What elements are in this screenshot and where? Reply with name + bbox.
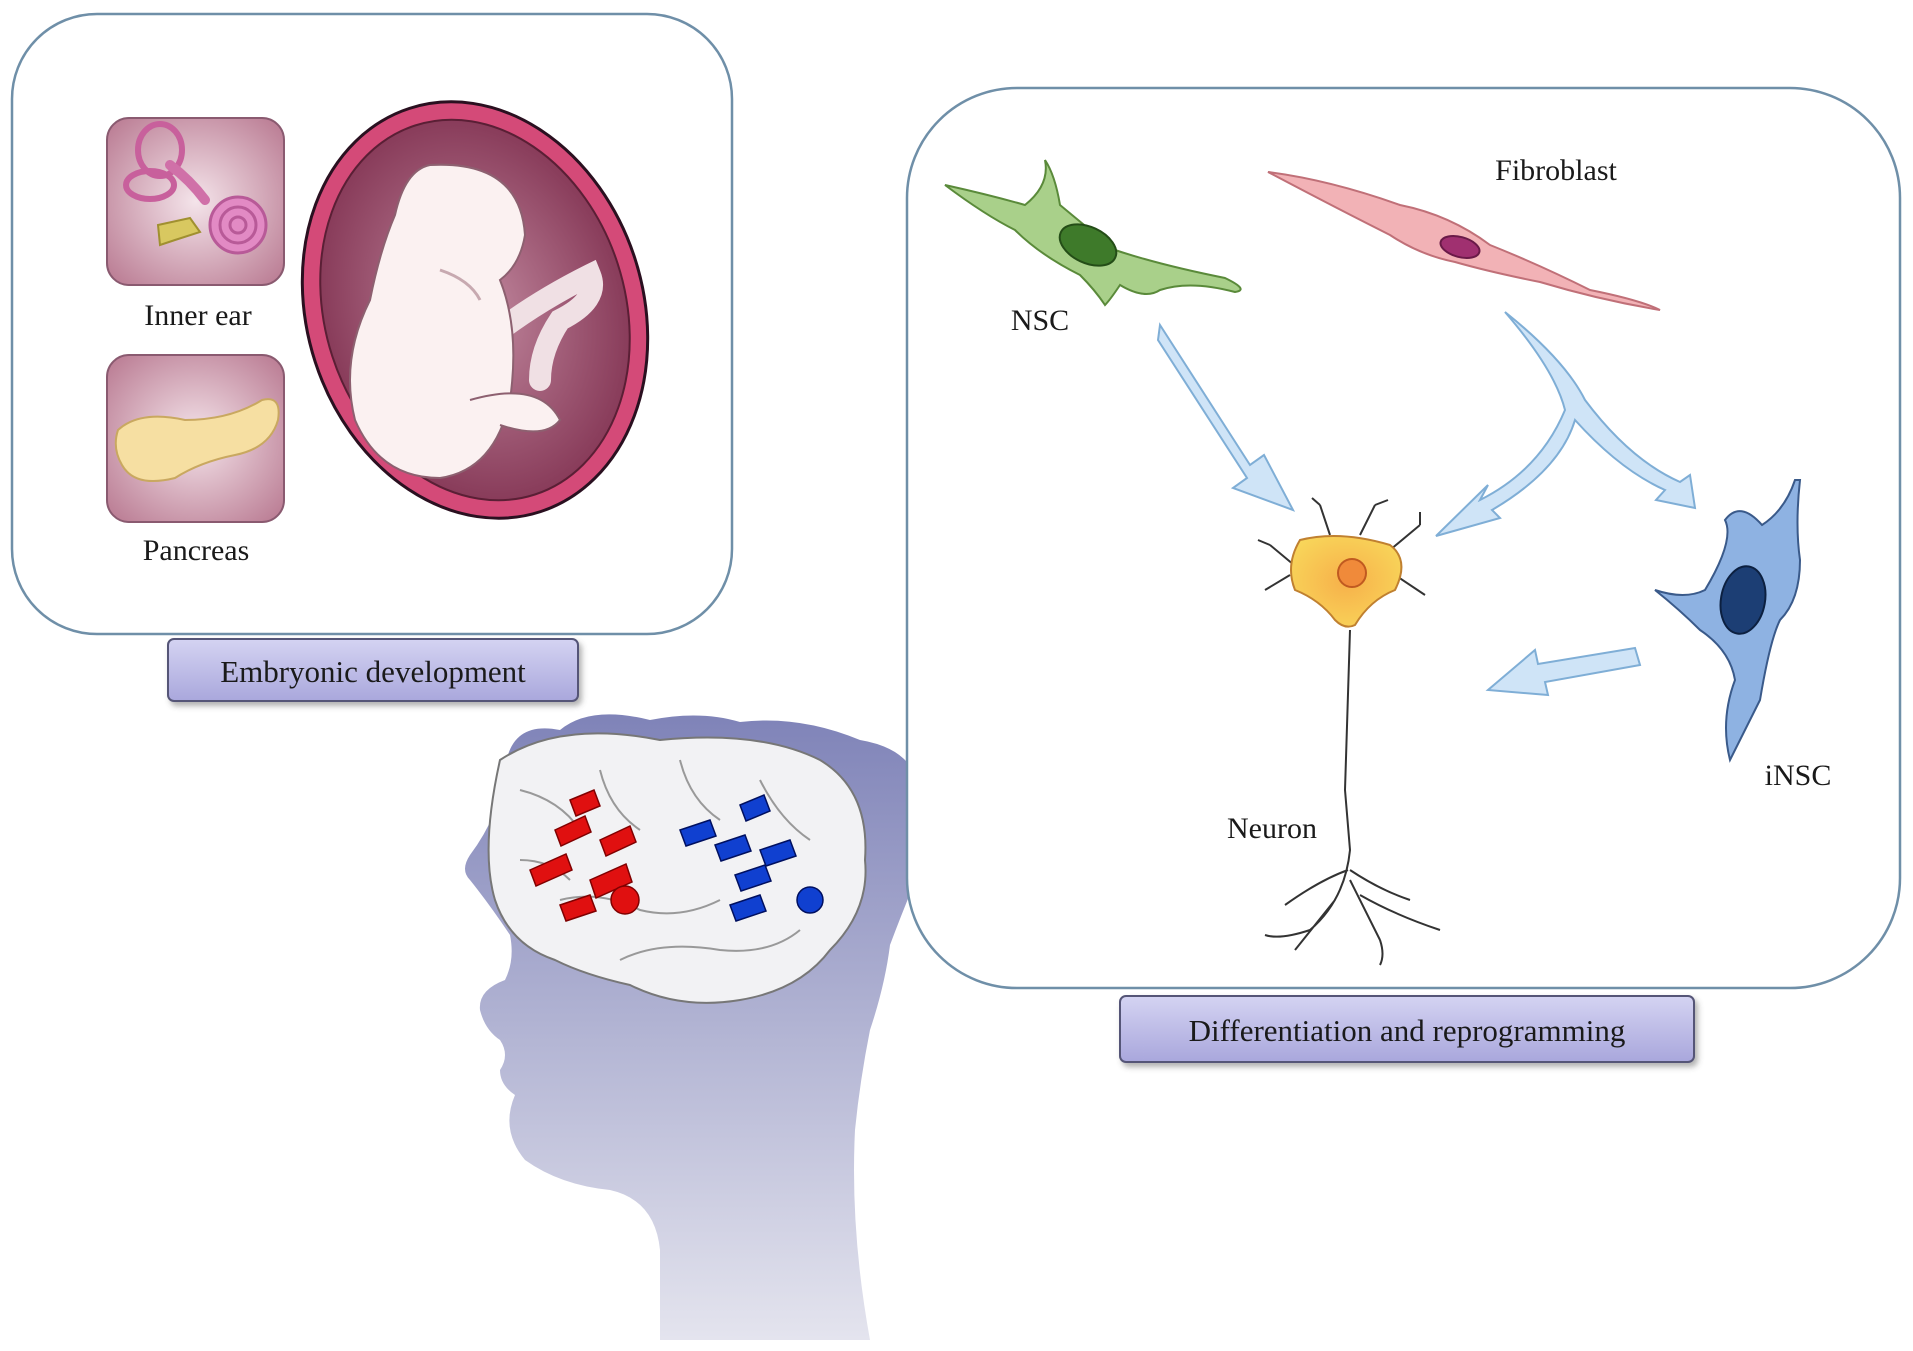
embryonic-caption-label: Embryonic development — [220, 654, 526, 689]
arrow-insc-to-neuron — [1485, 646, 1642, 697]
neuron-cell-icon — [1257, 497, 1441, 966]
brain-head-icon — [465, 714, 928, 1340]
embryonic-panel: Inner ear Pancreas Embryonic development — [10, 12, 734, 702]
differentiation-caption — [1119, 995, 1695, 1063]
fetus-icon — [300, 100, 650, 520]
insc-label: iNSC — [1765, 759, 1832, 792]
nsc-cell-icon — [944, 159, 1242, 307]
inner-ear-label: Inner ear — [144, 299, 251, 332]
red-protein-icon — [529, 789, 640, 922]
insc-cell-icon — [1654, 479, 1802, 763]
inner-ear-icon — [106, 117, 285, 286]
embryonic-caption — [167, 638, 579, 702]
differentiation-caption-label: Differentiation and reprogramming — [1189, 1013, 1626, 1048]
pancreas-icon — [106, 354, 285, 523]
nsc-label: NSC — [1011, 304, 1069, 337]
neuron-label: Neuron — [1227, 812, 1317, 845]
pancreas-label: Pancreas — [143, 534, 250, 567]
fibroblast-cell-icon — [1267, 171, 1661, 311]
arrow-fibroblast-branch — [1435, 311, 1697, 537]
arrow-nsc-to-neuron — [1156, 322, 1296, 512]
fibroblast-label: Fibroblast — [1495, 154, 1617, 187]
differentiation-panel: NSC Fibroblast Neuron iNSC — [905, 86, 1902, 1063]
blue-protein-icon — [679, 794, 824, 922]
